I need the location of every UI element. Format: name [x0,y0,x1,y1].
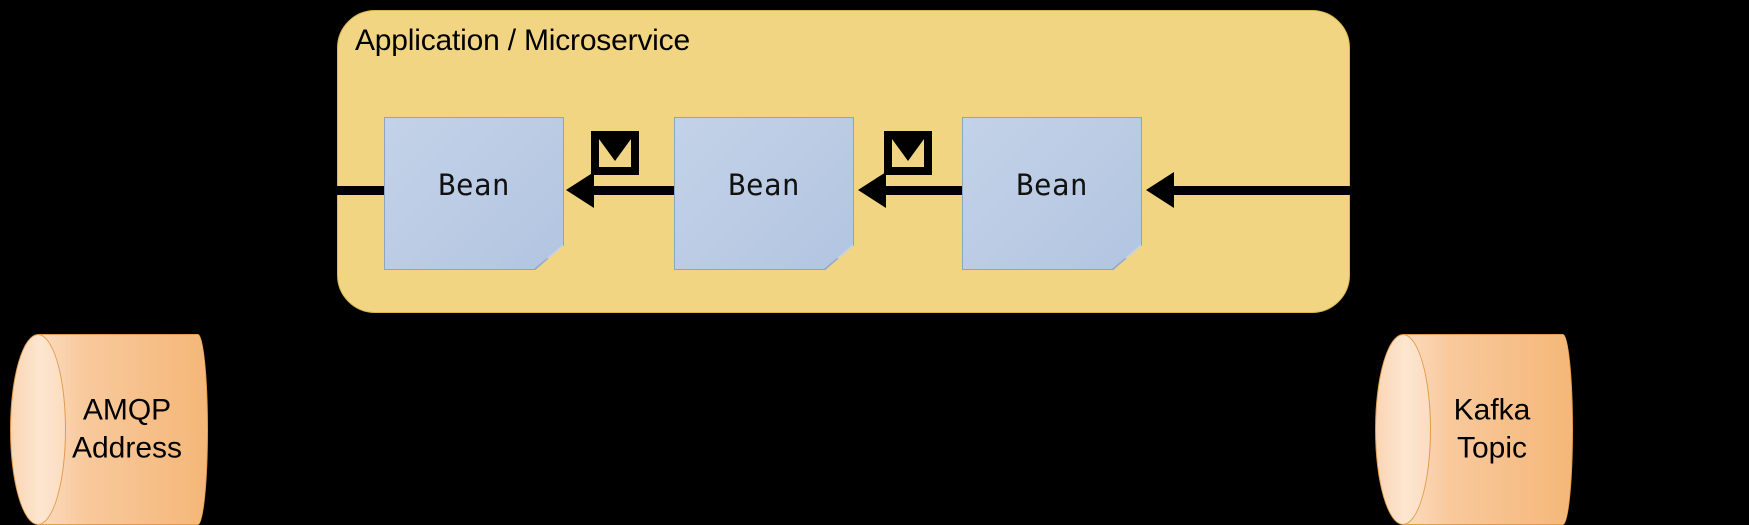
bean-box-1[interactable]: Bean [384,117,564,270]
envelope-icon [884,131,932,175]
bean-box-2[interactable]: Bean [674,117,854,270]
cylinder-cap [1375,334,1431,525]
cylinder-body [1403,334,1573,525]
flow-segment-bean1-to-amqp [330,186,390,195]
bean-label-2: Bean [728,168,800,202]
bean-label-1: Bean [438,168,510,202]
flow-segment-bean3-to-bean2 [875,186,965,195]
kafka-topic-line-1: Kafka [1453,393,1531,427]
amqp-address-line-2: Address [71,431,183,465]
amqp-address-cylinder[interactable]: AMQP Address [10,334,208,525]
envelope-flap-icon [599,139,631,161]
envelope-flap-icon [892,139,924,161]
bean-box-3[interactable]: Bean [962,117,1142,270]
arrow-head-into-bean3 [1146,172,1174,208]
kafka-topic-cylinder[interactable]: Kafka Topic [1375,334,1573,525]
flow-segment-kafka-to-bean3 [1165,186,1365,195]
application-microservice-title: Application / Microservice [355,24,690,57]
bean-label-3: Bean [1016,168,1088,202]
kafka-topic-line-2: Topic [1456,431,1528,465]
kafka-topic-label: Kafka Topic [1415,391,1569,468]
flow-segment-bean2-to-bean1 [583,186,676,195]
envelope-icon [591,131,639,175]
cylinder-body [38,334,208,525]
amqp-address-label: AMQP Address [50,391,204,468]
arrow-head-into-bean1 [566,172,594,208]
arrow-head-into-bean2 [858,172,886,208]
cylinder-cap [10,334,66,525]
amqp-address-line-1: AMQP [82,393,172,427]
